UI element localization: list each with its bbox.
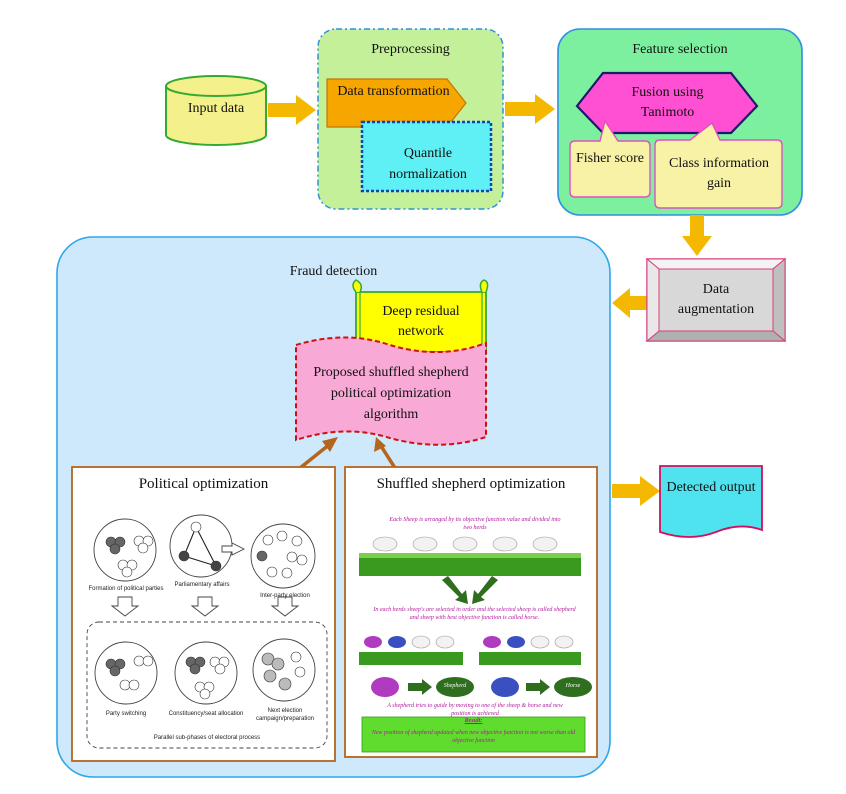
shepherd-step3: A shepherd tries to guide by moving to o… [387, 703, 563, 717]
switching-label: Party switching [105, 711, 147, 717]
formation-label: Formation of political parties [88, 586, 164, 592]
result-text: New position of shepherd updated when ne… [371, 730, 576, 744]
interparty-label: Inter-party election [260, 593, 310, 599]
augmentation-label: Data augmentation [677, 282, 755, 317]
arrow-augmentation-to-fraud [612, 288, 654, 318]
shepherd-node-label: Shepherd [443, 683, 467, 689]
result-title: Result: [464, 718, 483, 724]
fusion-label: Fusion using Tanimoto [631, 85, 704, 120]
drn-label: Deep residual network [382, 304, 460, 339]
class-info-label: Class information gain [669, 156, 769, 191]
arrow-input-to-preprocessing [268, 95, 316, 125]
political-diagram [86, 514, 328, 749]
voter-faces [105, 521, 308, 700]
drn-scroll [352, 279, 489, 353]
horse-node-label: Horse [565, 683, 581, 689]
feature-selection-title: Feature selection [632, 42, 728, 57]
brown-arrows [298, 437, 397, 470]
constituency-label: Constituency/seat allocation [168, 711, 244, 717]
fraud-detection-title: Fraud detection [289, 264, 378, 279]
campaign-label: Next election campaign/preparation [255, 708, 315, 722]
parallel-label: Parallel sub-phases of electoral process [153, 735, 261, 741]
proposed-label: Proposed shuffled shepherd political opt… [313, 365, 469, 422]
arrow-fraud-to-output [612, 476, 660, 506]
input-data-cylinder [165, 75, 267, 146]
proposed-banner [295, 336, 487, 446]
input-data-label: Input data [187, 101, 245, 116]
fisher-callout [569, 119, 651, 198]
political-title: Political optimization [138, 476, 269, 492]
quantile-normalization-label: Quantile normalization [389, 146, 467, 182]
arrow-feature-to-augmentation [682, 215, 712, 256]
output-shape [659, 465, 763, 538]
fisher-label: Fisher score [575, 151, 645, 166]
shepherd-step2: In each herds sheep's are selected in or… [373, 607, 576, 621]
shepherd-panel [344, 466, 598, 758]
class-info-callout [654, 121, 783, 209]
quantile-normalization-shape [360, 120, 493, 193]
parliamentary-label: Parliamentary affairs [174, 582, 230, 588]
output-label: Detected output [666, 480, 756, 495]
shepherd-title: Shuffled shepherd optimization [376, 476, 566, 492]
data-augmentation-box [645, 257, 787, 343]
shepherd-step1: Each Sheep is arranged by its objective … [389, 517, 561, 531]
arrow-preprocessing-to-feature [505, 94, 555, 124]
shepherd-diagram [359, 536, 592, 753]
data-transformation-label: Data transformation [337, 84, 450, 99]
data-transformation-shape [326, 78, 467, 128]
preprocessing-title: Preprocessing [371, 42, 450, 57]
